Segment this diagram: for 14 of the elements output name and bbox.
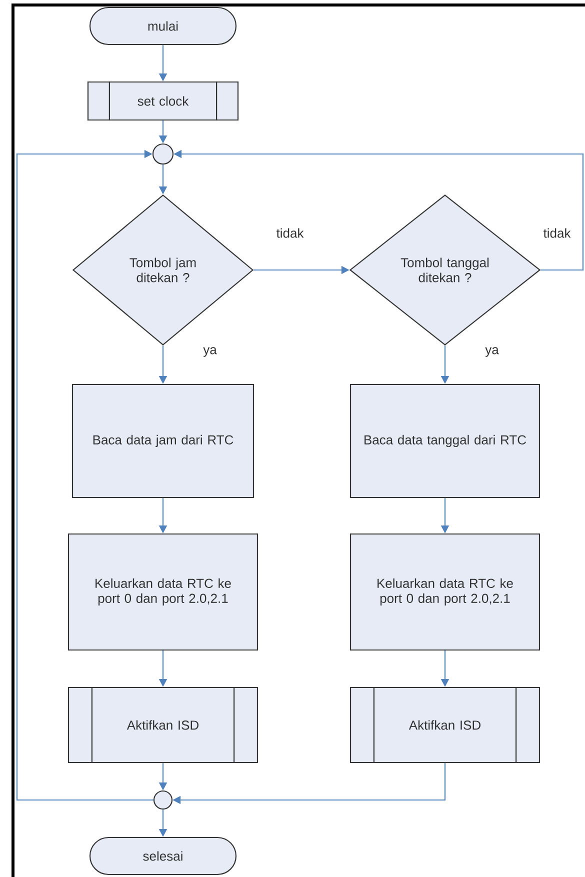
process-box: Keluarkan data RTC ke port 0 dan port 2.0,2.1 [350,533,540,651]
arrow [16,150,154,801]
edge-label: ya [484,346,500,358]
edge-label: ya [202,346,218,358]
junction-circle [153,790,173,810]
edge-label: tidak [275,227,305,239]
junction-circle [152,143,174,165]
subroutine-box: Aktifkan ISD [350,686,540,764]
subroutine-box: Aktifkan ISD [68,686,258,764]
process-box: Baca data tanggal dari RTC [350,384,540,498]
subroutine-box: set clock [87,81,239,121]
edge-label: tidak [542,227,572,239]
process-box: Keluarkan data RTC ke port 0 dan port 2.0,2.1 [68,533,258,651]
process-box: Baca data jam dari RTC [72,384,254,498]
